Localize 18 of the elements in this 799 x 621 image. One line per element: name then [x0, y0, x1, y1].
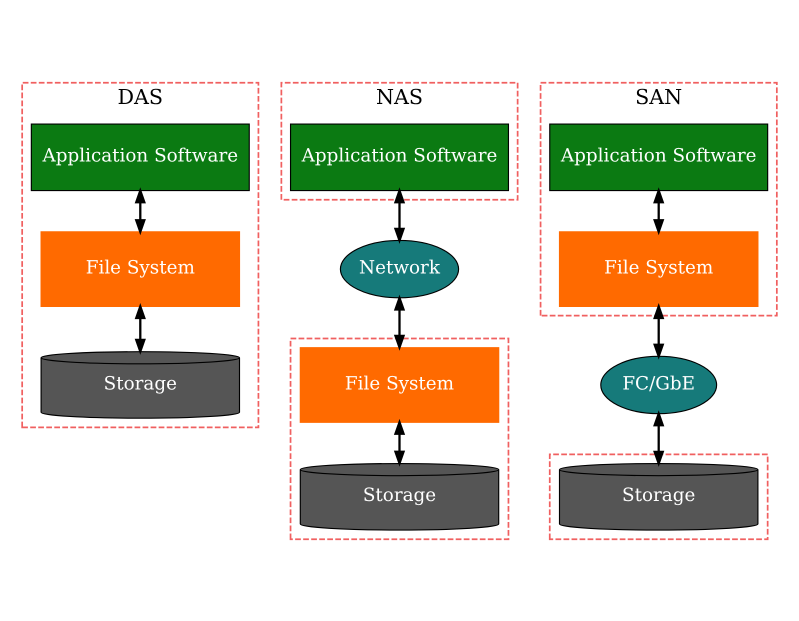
- cluster: [290, 337, 510, 540]
- node-box: Application Software: [30, 122, 250, 191]
- node-box: Application Software: [290, 122, 510, 191]
- arrow: [394, 294, 406, 350]
- arrow: [653, 302, 664, 360]
- arrow: [394, 418, 406, 466]
- arrow: [653, 410, 664, 466]
- arrow: [134, 186, 146, 235]
- arrow: [394, 186, 406, 244]
- node-ellipse: Network: [340, 239, 460, 298]
- node-box: Application Software: [549, 122, 768, 191]
- node-ellipse: FC/GbE: [600, 355, 718, 414]
- node-box: File System: [40, 230, 240, 306]
- cluster: [548, 453, 769, 540]
- node-box: File System: [558, 230, 758, 306]
- arrow: [653, 186, 664, 235]
- arrow: [134, 302, 146, 354]
- node-box: File System: [300, 346, 500, 422]
